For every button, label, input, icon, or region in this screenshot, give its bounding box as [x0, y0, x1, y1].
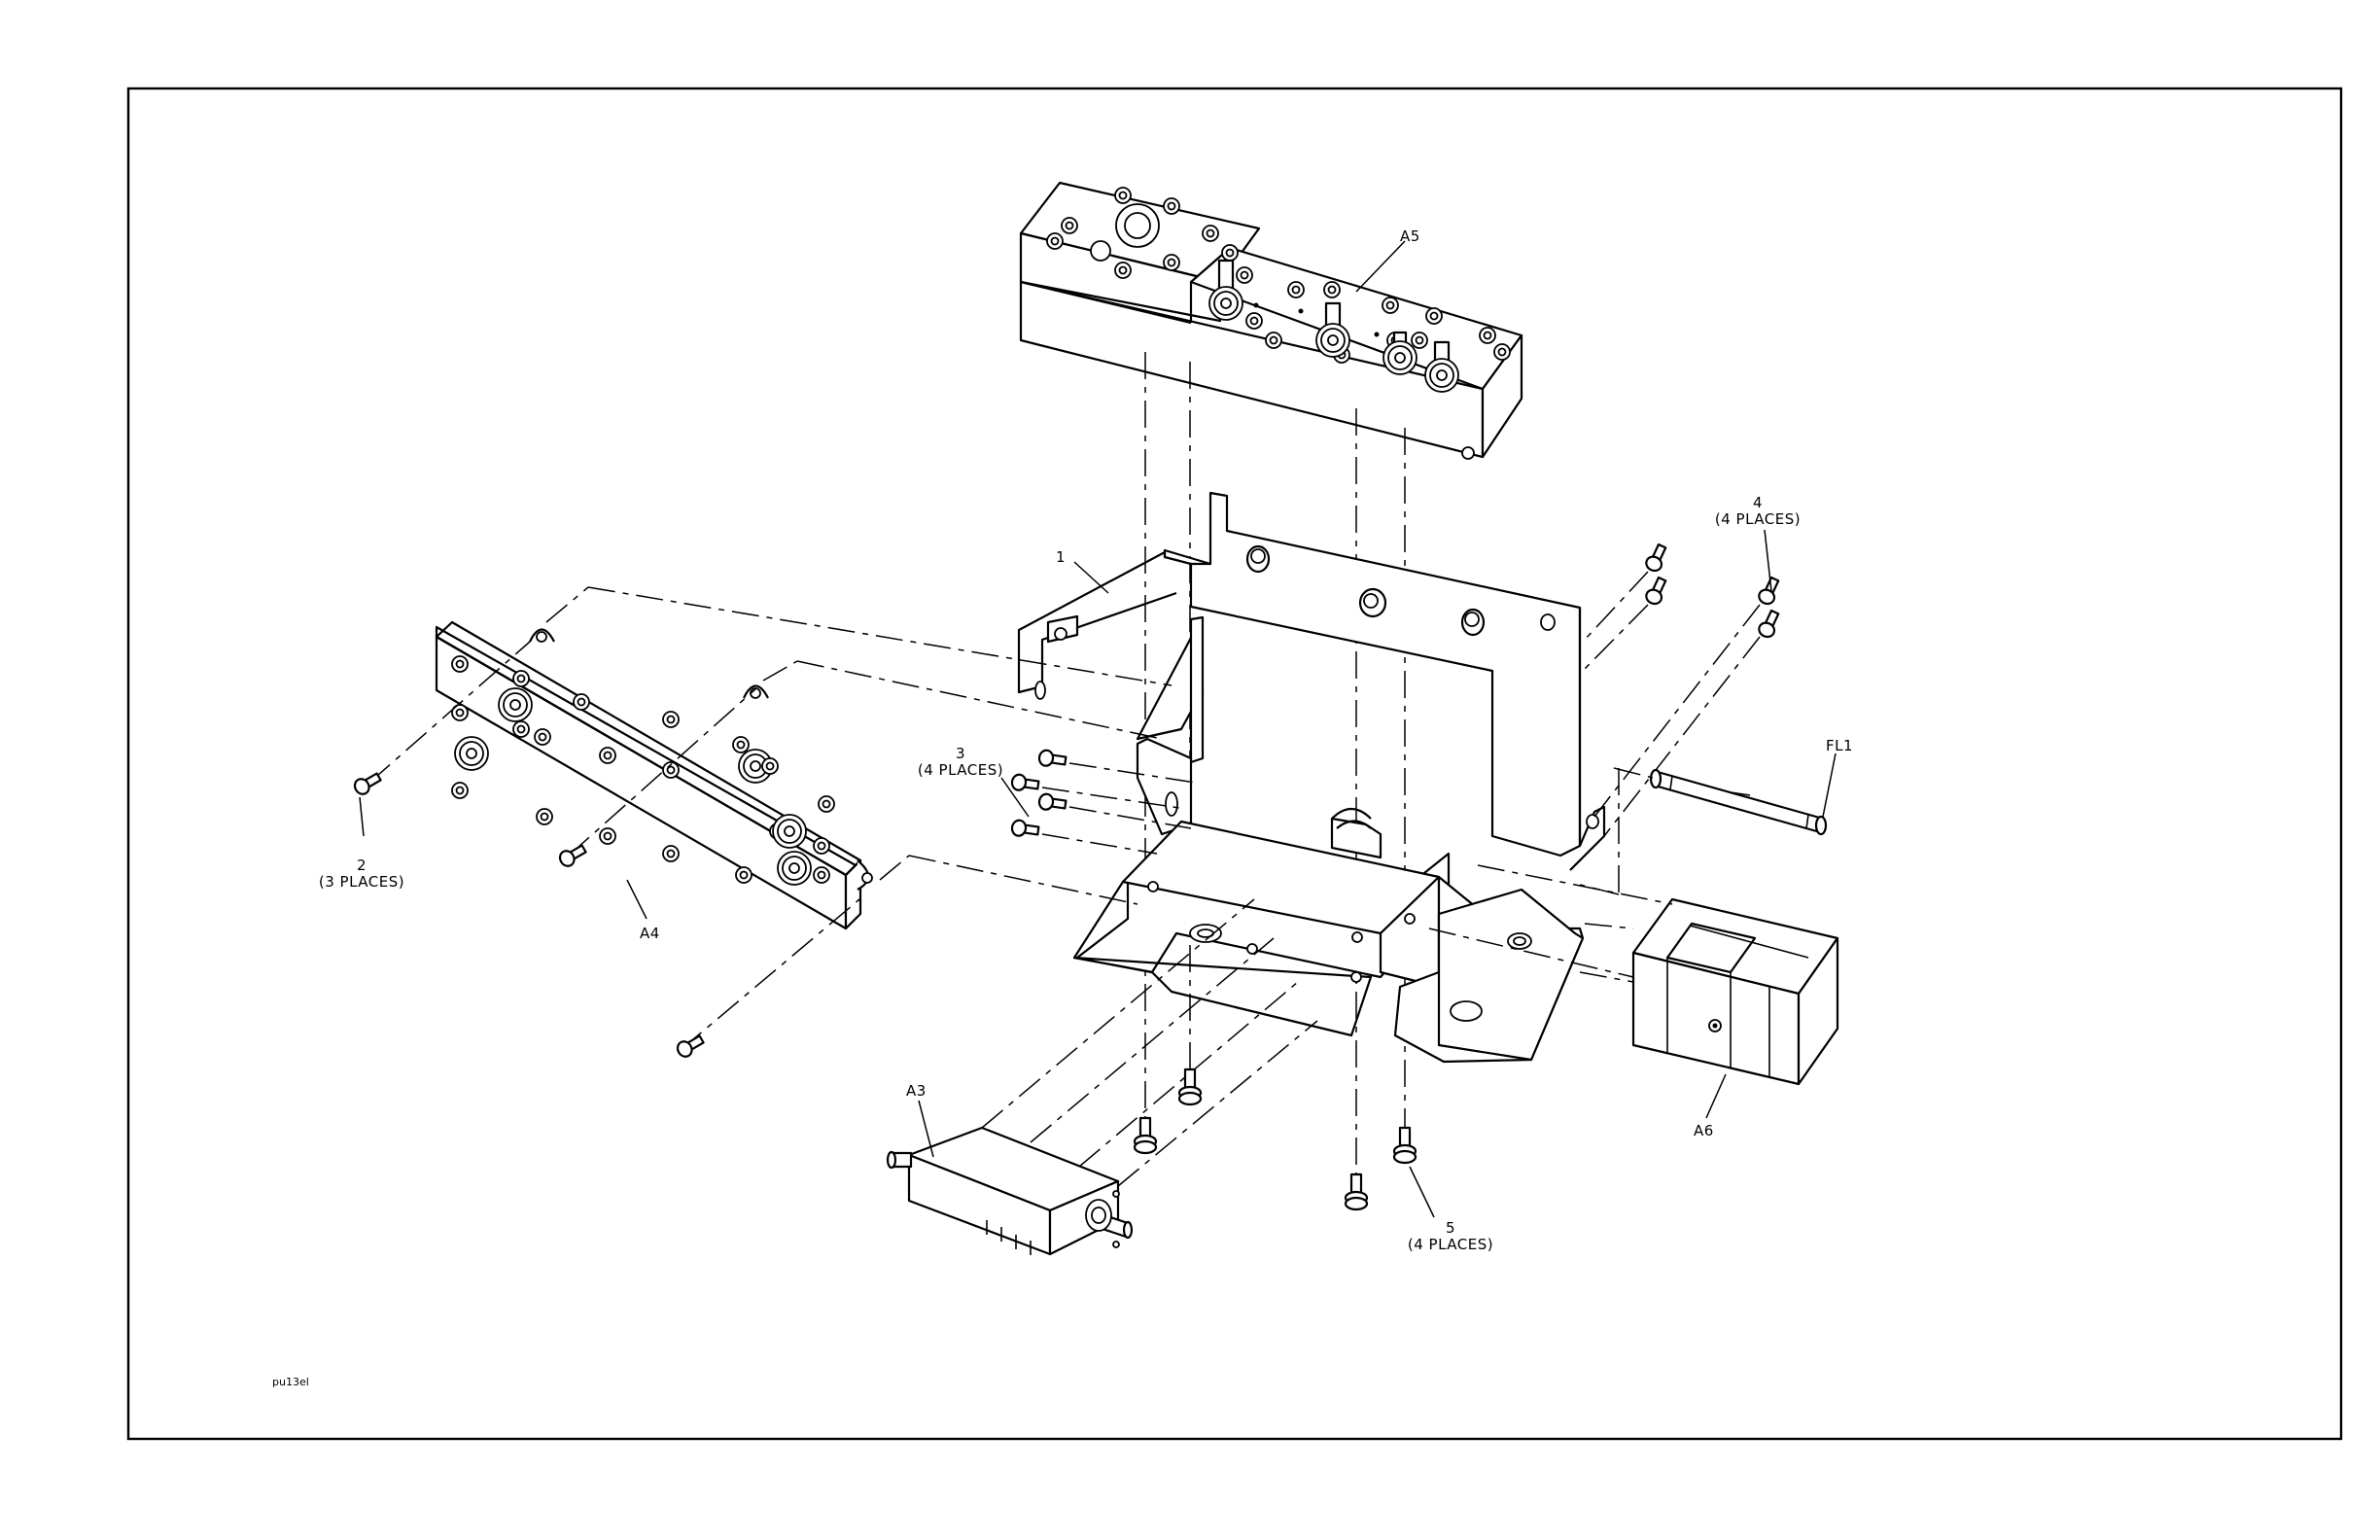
label-part-2-qty: (3 PLACES) — [319, 873, 404, 891]
label-part-3-qty: (4 PLACES) — [918, 761, 1003, 779]
label-part-4: 4 — [1753, 494, 1763, 511]
label-a3: A3 — [906, 1082, 927, 1100]
screws-part-5 — [1135, 1069, 1416, 1209]
a4-module — [437, 622, 872, 928]
label-part-4-qty: (4 PLACES) — [1715, 510, 1801, 528]
label-part-5-qty: (4 PLACES) — [1408, 1236, 1493, 1253]
a5-module — [1021, 183, 1522, 459]
label-a4: A4 — [640, 925, 660, 942]
label-part-1: 1 — [1056, 548, 1066, 566]
label-a6: A6 — [1694, 1122, 1714, 1139]
label-part-2: 2 — [357, 857, 367, 874]
label-part-5: 5 — [1446, 1219, 1455, 1237]
figure-id: pu13el — [272, 1376, 309, 1388]
label-part-3: 3 — [956, 745, 965, 762]
label-a5: A5 — [1400, 228, 1420, 245]
label-fl1: FL1 — [1826, 737, 1853, 754]
